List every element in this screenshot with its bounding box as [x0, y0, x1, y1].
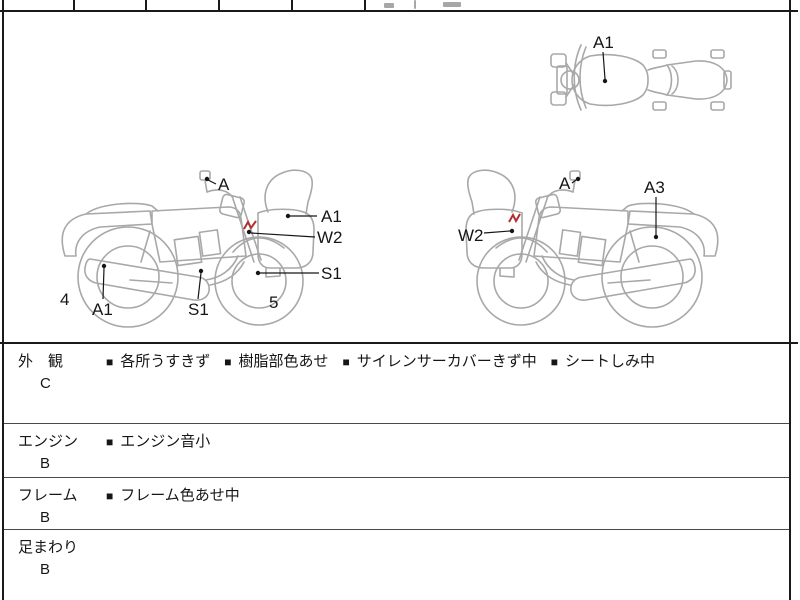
label-left-front-fork: W2	[317, 228, 343, 247]
bullet-icon: ■	[224, 355, 232, 369]
note-item: ■ 各所うすきず	[106, 352, 210, 372]
bullet-icon: ■	[106, 489, 114, 503]
bullet-icon: ■	[106, 435, 114, 449]
label-right-mirror: A	[559, 174, 571, 193]
label-left-rear-number: 4	[60, 290, 69, 309]
note-item: ■ シートしみ中	[551, 352, 655, 372]
header-cell-divider	[73, 0, 75, 10]
clipped-text-fragment	[414, 0, 416, 9]
header-cell-divider	[364, 0, 366, 10]
header-cell-divider	[145, 0, 147, 10]
note-text: エンジン音小	[120, 433, 211, 450]
section-cell: 足まわり B	[18, 538, 78, 580]
header-cell-divider	[218, 0, 220, 10]
note-text: フレーム色あせ中	[120, 487, 240, 504]
label-right-front-cowl: W2	[458, 226, 484, 245]
section-cell: フレーム B	[18, 486, 78, 528]
table-top-border	[0, 342, 798, 344]
note-text: シートしみ中	[565, 353, 656, 370]
motorcycle-diagram: A1 A A1 W2 S1 4 A1 S1 5 W2 A A3	[60, 33, 732, 328]
section-notes: ■ 各所うすきず ■ 樹脂部色あせ ■ サイレンサーカバーきず中 ■ シートしみ中	[106, 352, 655, 372]
bullet-icon: ■	[342, 355, 350, 369]
row-divider	[4, 477, 789, 478]
note-text: サイレンサーカバーきず中	[356, 353, 537, 370]
label-left-muffler: A1	[92, 300, 113, 319]
sheet-right-border	[789, 0, 791, 600]
right-bike-drawing	[465, 169, 719, 328]
clipped-text-fragment	[443, 2, 461, 7]
label-left-front-number: 5	[269, 293, 278, 312]
inspection-row-undercarriage: 足まわり B	[0, 530, 789, 600]
inspection-row-engine: エンジン B ■ エンジン音小	[0, 424, 789, 477]
note-item: ■ サイレンサーカバーきず中	[343, 352, 537, 372]
section-grade: B	[40, 561, 51, 578]
section-label: 足まわり	[18, 539, 79, 556]
sheet-left-border	[2, 0, 4, 600]
note-item: ■ エンジン音小	[106, 432, 210, 452]
section-label: エンジン	[18, 433, 79, 450]
label-left-front-cowl: A1	[321, 207, 342, 226]
header-bottom-border	[0, 10, 798, 12]
section-cell: 外 観 C	[18, 352, 63, 394]
note-item: ■ 樹脂部色あせ	[224, 352, 328, 372]
label-left-mirror: A	[218, 175, 230, 194]
row-divider	[4, 529, 789, 530]
scratch-mark-right-bike	[508, 212, 521, 224]
section-grade: B	[40, 509, 51, 526]
bike-top-view-art	[550, 44, 732, 111]
bullet-icon: ■	[550, 355, 559, 369]
inspection-row-exterior: 外 観 C ■ 各所うすきず ■ 樹脂部色あせ ■ サイレンサーカバーきず中 ■ シート…	[0, 344, 789, 423]
note-text: 樹脂部色あせ	[238, 353, 329, 370]
note-text: 各所うすきず	[120, 353, 211, 370]
label-right-side-cover: A3	[644, 178, 665, 197]
section-notes: ■ フレーム色あせ中	[106, 486, 240, 506]
scratch-mark-left-bike	[243, 219, 257, 230]
row-divider	[4, 423, 789, 424]
section-label: 外 観	[18, 353, 64, 370]
annotation-leaders	[101, 51, 659, 300]
header-cell-divider	[291, 0, 293, 10]
section-cell: エンジン B	[18, 432, 78, 474]
label-topview-tank: A1	[593, 33, 614, 52]
section-notes: ■ エンジン音小	[106, 432, 210, 452]
section-label: フレーム	[18, 487, 78, 504]
inspection-row-frame: フレーム B ■ フレーム色あせ中	[0, 478, 789, 529]
clipped-text-fragment	[384, 3, 394, 8]
section-grade: C	[40, 375, 51, 392]
section-grade: B	[40, 455, 51, 472]
label-left-front-wheel: S1	[321, 264, 342, 283]
note-item: ■ フレーム色あせ中	[106, 486, 240, 506]
label-left-underframe: S1	[188, 300, 209, 319]
bullet-icon: ■	[106, 355, 114, 369]
